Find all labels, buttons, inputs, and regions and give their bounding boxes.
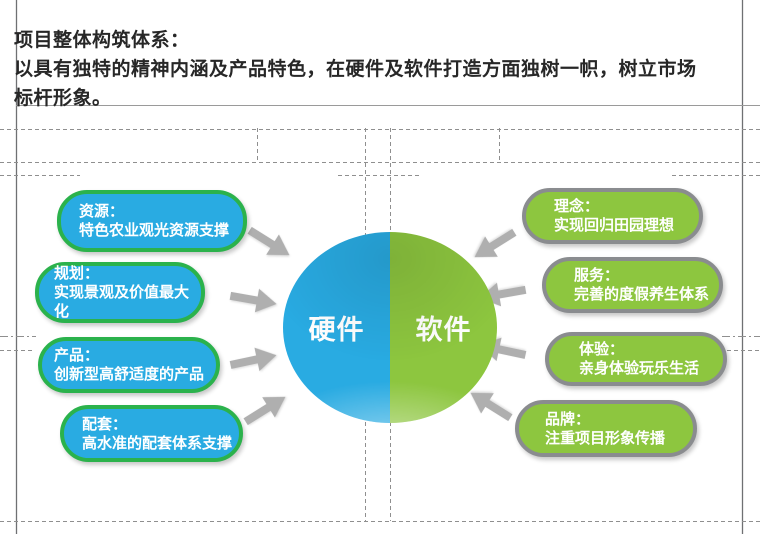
- box-label: 配套：: [82, 415, 128, 433]
- box-desc: 高水准的配套体系支撑: [82, 434, 233, 452]
- hardware-label: 硬件: [308, 315, 365, 345]
- slide-title-block: 项目整体构筑体系： 以具有独特的精神内涵及产品特色，在硬件及软件打造方面独树一帜…: [14, 26, 704, 113]
- box-desc: 实现景观及价值最大化: [54, 284, 190, 320]
- software-box-concept: 理念： 实现回归田园理想: [522, 188, 703, 244]
- box-label: 产品：: [54, 347, 100, 364]
- box-desc: 创新型高舒适度的产品: [54, 366, 205, 383]
- box-desc: 特色农业观光资源支撑: [79, 222, 230, 239]
- box-desc: 注重项目形象传播: [545, 429, 666, 447]
- hardware-box-amenities: 配套： 高水准的配套体系支撑: [60, 405, 243, 462]
- box-desc: 实现回归田园理想: [554, 217, 675, 234]
- hardware-box-product: 产品： 创新型高舒适度的产品: [38, 337, 220, 393]
- box-label: 体验：: [579, 341, 625, 358]
- box-label: 理念：: [554, 198, 600, 215]
- arrow-resources-icon: [243, 219, 297, 266]
- hardware-box-resources: 资源： 特色农业观光资源支撑: [57, 190, 247, 252]
- software-box-experience: 体验： 亲身体验玩乐生活: [545, 332, 727, 386]
- software-box-service: 服务： 完善的度假养生体系: [542, 257, 723, 313]
- hardware-software-circle: 硬件 软件: [283, 232, 497, 423]
- software-label: 软件: [415, 315, 472, 345]
- hardware-box-planning: 规划： 实现景观及价值最大化: [35, 262, 205, 323]
- box-label: 资源：: [79, 203, 125, 220]
- box-label: 服务：: [574, 267, 620, 284]
- box-label: 品牌：: [545, 410, 591, 428]
- box-label: 规划：: [54, 265, 100, 282]
- box-desc: 亲身体验玩乐生活: [579, 360, 700, 377]
- arrow-product-icon: [228, 342, 280, 377]
- box-desc: 完善的度假养生体系: [574, 286, 710, 303]
- arrow-planning-icon: [228, 283, 280, 317]
- software-box-brand: 品牌： 注重项目形象传播: [515, 400, 697, 457]
- slide-title: 项目整体构筑体系：: [14, 30, 190, 51]
- arrow-amenities-icon: [239, 385, 293, 432]
- slide-subtitle: 以具有独特的精神内涵及产品特色，在硬件及软件打造方面独树一帜，树立市场标杆形象。: [14, 59, 697, 109]
